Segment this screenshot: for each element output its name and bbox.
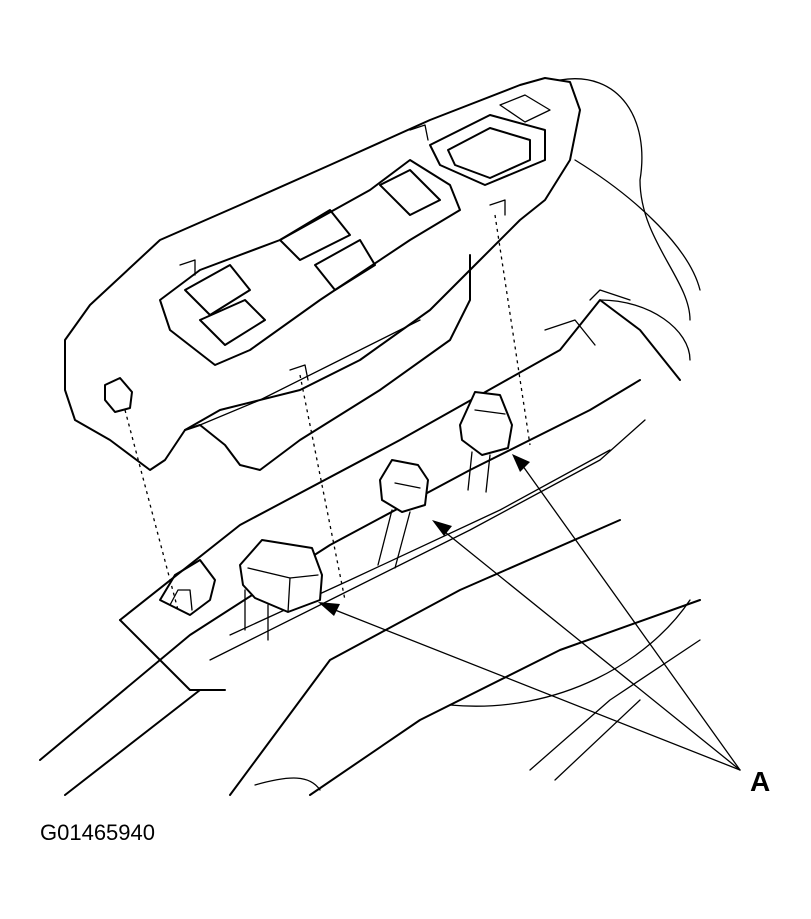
- connector-middle: [377, 459, 429, 569]
- door-armrest: [39, 289, 701, 796]
- connector-rear: [459, 391, 513, 493]
- callout-label-a: A: [750, 766, 771, 797]
- alignment-lines: [124, 214, 531, 611]
- figure-id: G01465940: [40, 820, 155, 845]
- arrowhead-connector-middle: [432, 520, 452, 536]
- door-trim-outline: [559, 78, 701, 361]
- arrowhead-connector-rear: [512, 454, 530, 472]
- connector-large: [239, 539, 323, 641]
- mounting-recess: [159, 559, 216, 616]
- power-window-switch-assembly: [64, 77, 581, 471]
- arrowhead-connector-large: [318, 602, 340, 616]
- callout-leaders: [318, 454, 741, 771]
